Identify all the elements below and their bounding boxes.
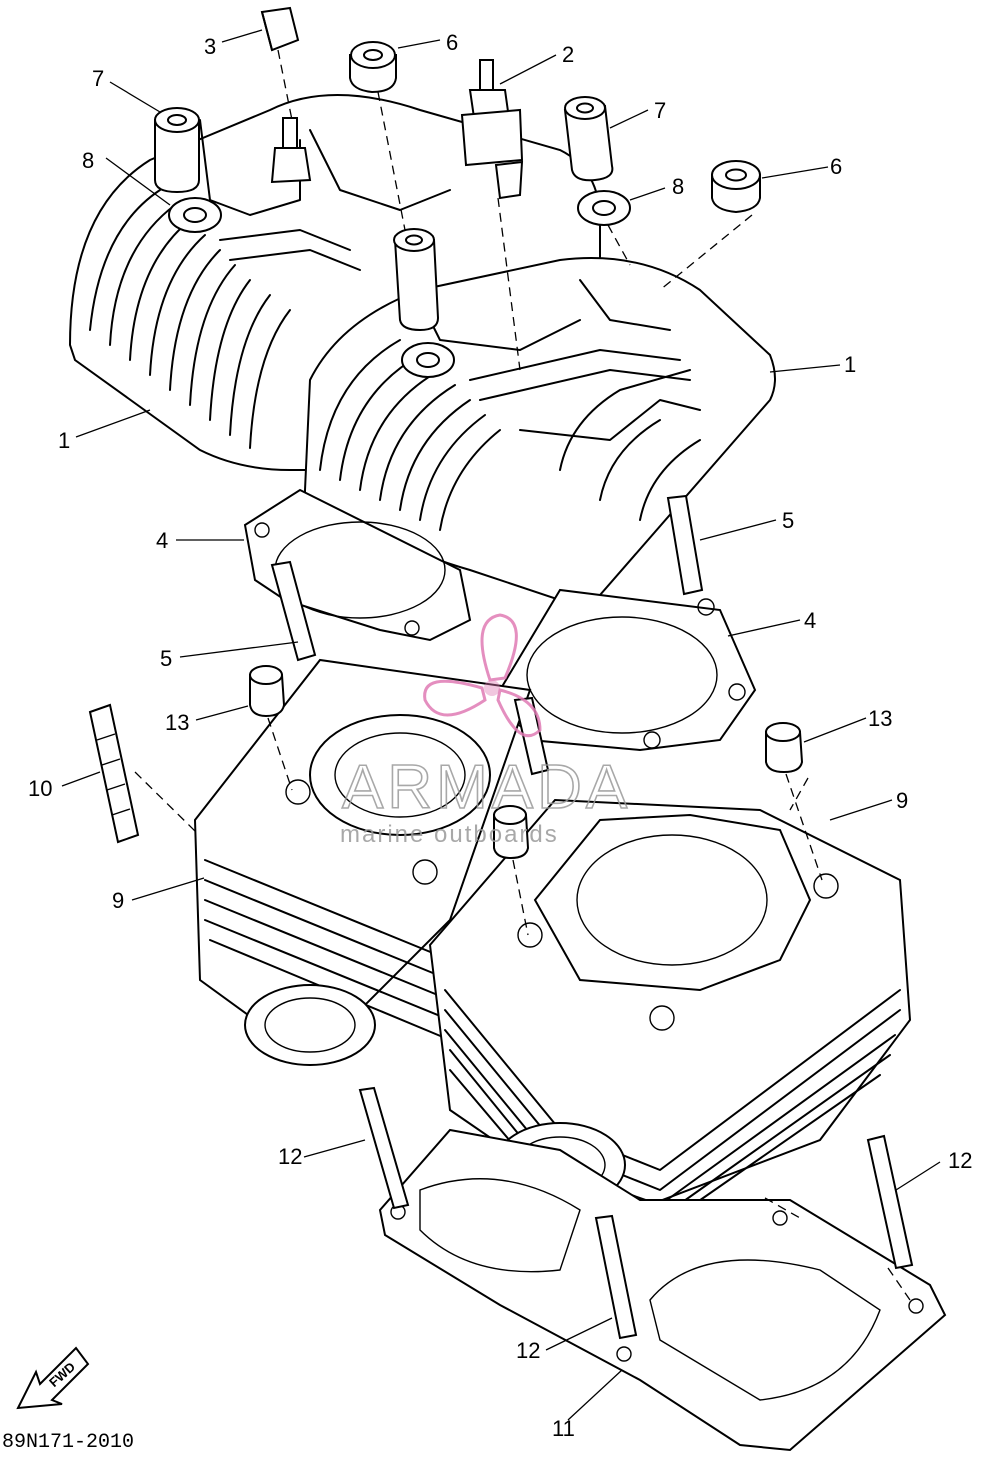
leader-lines bbox=[61, 29, 941, 1421]
base-stud-right bbox=[866, 1134, 914, 1270]
callout-4-right: 4 bbox=[804, 608, 816, 633]
assembly-lines bbox=[134, 49, 911, 1301]
cap-nut-left bbox=[349, 41, 397, 94]
callout-12-center: 12 bbox=[516, 1338, 540, 1363]
base-stud-left bbox=[358, 1086, 410, 1210]
document-code: 89N171-2010 bbox=[2, 1431, 134, 1454]
callout-9-left: 9 bbox=[112, 888, 124, 913]
cap-nut-right bbox=[711, 160, 761, 214]
plug-cap bbox=[260, 6, 300, 52]
callout-7-right: 7 bbox=[654, 98, 666, 123]
callout-8-right: 8 bbox=[672, 174, 684, 199]
watermark-tagline: marine outboards bbox=[340, 821, 559, 848]
callout-1-left: 1 bbox=[58, 428, 70, 453]
callout-1-right: 1 bbox=[844, 352, 856, 377]
flange-nut-left bbox=[249, 665, 286, 718]
callout-11: 11 bbox=[552, 1416, 575, 1441]
flange-nut-right bbox=[765, 722, 804, 774]
base-stud-center bbox=[594, 1214, 638, 1340]
watermark-brand: ARMADA bbox=[342, 753, 631, 822]
callout-9-right: 9 bbox=[896, 788, 908, 813]
callout-3: 3 bbox=[204, 34, 216, 59]
callout-12-left: 12 bbox=[278, 1144, 302, 1169]
spacer-left bbox=[154, 107, 200, 194]
callout-5-right: 5 bbox=[782, 508, 794, 533]
head-spacer-center bbox=[393, 228, 440, 332]
washer-right bbox=[577, 190, 631, 226]
callout-4-left: 4 bbox=[156, 528, 168, 553]
propeller-logo-icon bbox=[423, 613, 542, 738]
callout-8-left: 8 bbox=[82, 148, 94, 173]
flange-nut-center bbox=[493, 805, 530, 860]
callout-2: 2 bbox=[562, 42, 574, 67]
callout-13-right: 13 bbox=[868, 706, 892, 731]
head-stud-boss-left bbox=[168, 197, 455, 378]
callout-labels: 3 6 2 7 7 8 8 6 1 1 4 5 4 5 13 13 10 9 9… bbox=[28, 30, 972, 1441]
dowel-key bbox=[88, 703, 140, 844]
callout-13-left: 13 bbox=[165, 710, 189, 735]
spark-plug-installed bbox=[270, 117, 312, 184]
base-gasket bbox=[378, 1128, 947, 1452]
stud-bolt-left bbox=[270, 560, 317, 662]
callout-10: 10 bbox=[28, 776, 52, 801]
callout-7-left: 7 bbox=[92, 66, 104, 91]
fwd-arrow-icon: FWD bbox=[16, 1346, 90, 1410]
spacer-right bbox=[563, 96, 614, 182]
armada-watermark: ARMADA marine outboards bbox=[340, 613, 631, 848]
callout-6-right: 6 bbox=[830, 154, 842, 179]
spark-plug bbox=[460, 59, 524, 200]
stud-bolt-right bbox=[666, 494, 704, 596]
cylinder-block-left bbox=[193, 658, 532, 1066]
callout-12-right: 12 bbox=[948, 1148, 972, 1173]
callout-5-left: 5 bbox=[160, 646, 172, 671]
callout-6-left: 6 bbox=[446, 30, 458, 55]
